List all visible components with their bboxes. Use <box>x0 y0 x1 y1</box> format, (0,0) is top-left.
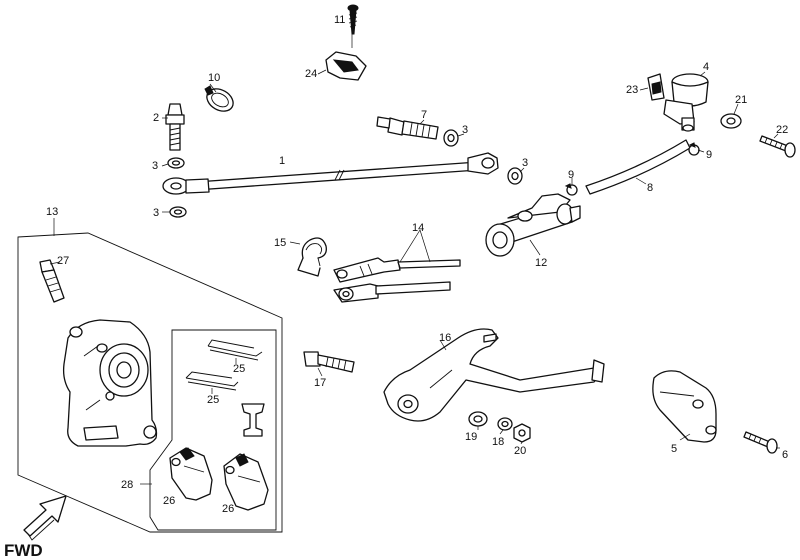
callout-20: 20 <box>514 445 526 457</box>
callout-27: 27 <box>57 255 69 267</box>
brake-pedal <box>383 328 605 422</box>
callout-1: 1 <box>279 155 285 167</box>
brake-pad-left <box>169 447 213 501</box>
hose-clip-small-right <box>688 142 700 156</box>
pad-retaining-pin-lower <box>185 371 239 391</box>
callout-28: 28 <box>121 479 133 491</box>
callout-6: 6 <box>782 449 788 461</box>
screw-reservoir <box>759 135 796 158</box>
brake-linkage <box>333 257 461 303</box>
banjo-bolt <box>376 116 439 140</box>
callout-5: 5 <box>671 443 677 455</box>
pad-spring-clip <box>241 403 265 437</box>
washer-lower <box>169 206 187 218</box>
brake-pad-right <box>223 453 269 511</box>
clip-nut <box>647 73 665 101</box>
callout-24: 24 <box>305 68 317 80</box>
spring-washer-pivot <box>497 417 513 431</box>
brake-rod <box>162 152 499 195</box>
caliper-bleed-screw <box>39 259 65 303</box>
hose-clamp <box>325 51 367 81</box>
callout-3-upper: 3 <box>152 160 158 172</box>
callout-11: 11 <box>334 14 345 26</box>
callout-13: 13 <box>46 206 58 218</box>
cover-guard <box>652 370 717 443</box>
callout-19: 19 <box>465 431 477 443</box>
callout-3-cylinder: 3 <box>522 157 528 169</box>
brake-hose <box>585 139 691 195</box>
pivot-bolt <box>303 351 355 373</box>
callout-25-upper: 25 <box>233 363 245 375</box>
pad-kit-outline <box>149 329 277 531</box>
fwd-label: FWD <box>4 541 43 560</box>
callout-4: 4 <box>703 61 709 73</box>
callout-8: 8 <box>647 182 653 194</box>
washer-upper <box>167 157 185 169</box>
callout-26-right: 26 <box>222 503 234 515</box>
hose-clip-small-left <box>564 183 578 196</box>
callout-10: 10 <box>208 72 220 84</box>
callout-14: 14 <box>412 222 424 234</box>
callout-16: 16 <box>439 332 451 344</box>
brake-fluid-reservoir <box>663 73 709 132</box>
callout-9-left: 9 <box>568 169 574 181</box>
pad-retaining-pin-upper <box>207 339 263 361</box>
bleed-screw <box>165 103 185 151</box>
screw-top <box>347 4 359 35</box>
washer-reservoir <box>720 113 742 129</box>
brake-caliper <box>62 319 158 447</box>
callout-12: 12 <box>535 257 547 269</box>
callout-21: 21 <box>735 94 747 106</box>
callout-3-bolt: 3 <box>462 124 468 136</box>
leader-lines <box>49 24 780 485</box>
callout-15: 15 <box>274 237 286 249</box>
callout-22: 22 <box>776 124 788 136</box>
nut-pivot <box>513 423 531 443</box>
washer-pivot <box>468 411 488 427</box>
callout-23: 23 <box>626 84 638 96</box>
callout-3-lower: 3 <box>153 207 159 219</box>
callout-18: 18 <box>492 436 504 448</box>
callout-9-right: 9 <box>706 149 712 161</box>
callout-17: 17 <box>314 377 326 389</box>
screw-cover <box>743 431 778 454</box>
callout-26-left: 26 <box>163 495 175 507</box>
callout-7: 7 <box>421 109 427 121</box>
callout-25-lower: 25 <box>207 394 219 406</box>
caliper-group-outline <box>17 232 283 533</box>
forward-direction-arrow <box>23 495 67 541</box>
washer-cylinder <box>507 167 523 185</box>
hose-clip-large <box>204 85 234 112</box>
return-spring <box>297 237 327 277</box>
washer-bolt <box>443 129 459 147</box>
master-cylinder <box>485 193 581 257</box>
callout-2: 2 <box>153 112 159 124</box>
